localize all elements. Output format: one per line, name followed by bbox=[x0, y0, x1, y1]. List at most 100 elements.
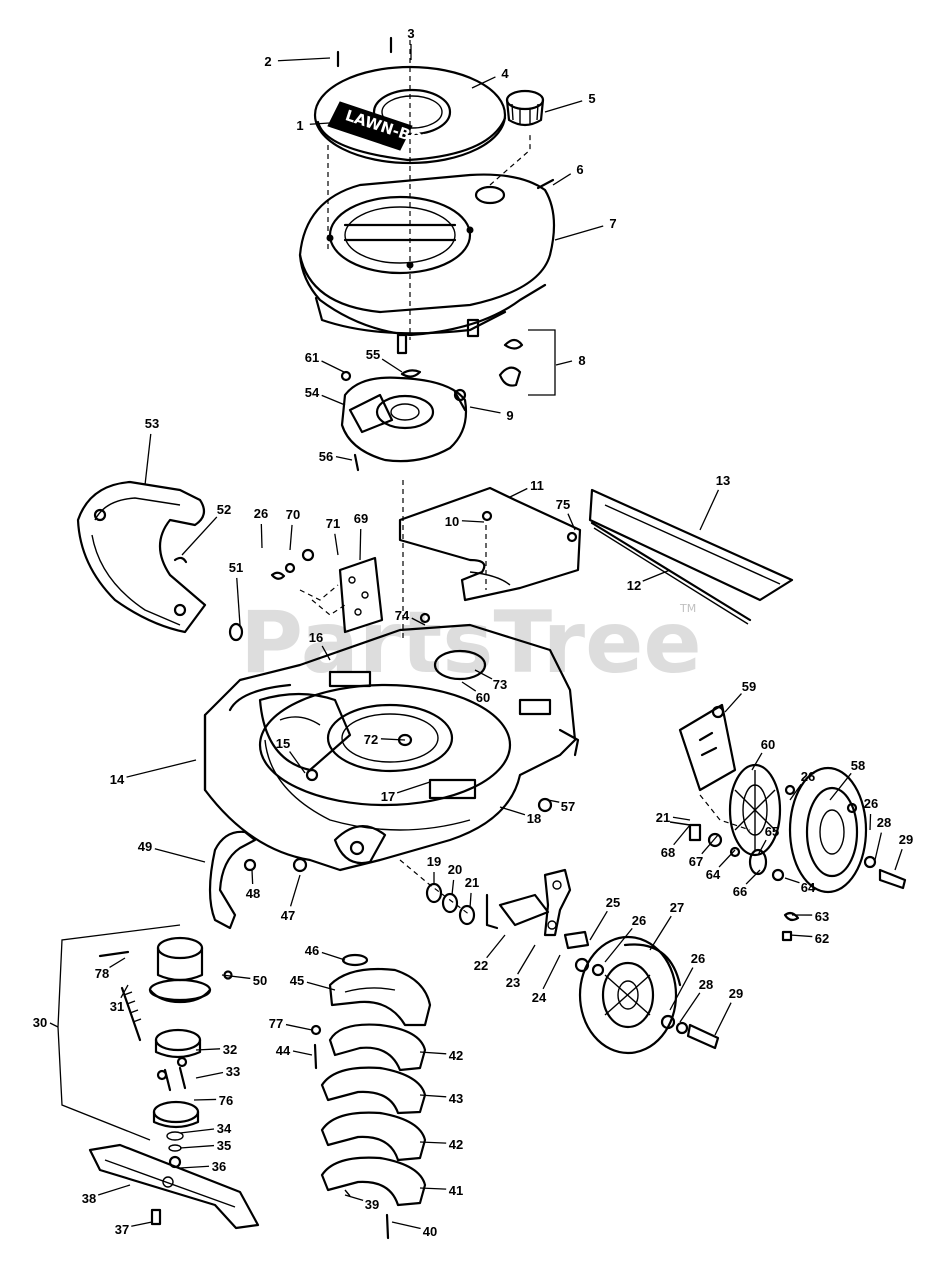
callout-number: 28 bbox=[699, 977, 713, 992]
leader-line bbox=[461, 681, 477, 692]
callout-number: 58 bbox=[851, 758, 865, 773]
callout-64: 64 bbox=[784, 877, 816, 895]
leader-line bbox=[699, 489, 720, 531]
callout-number: 32 bbox=[223, 1042, 237, 1057]
leader-line bbox=[131, 1221, 153, 1227]
leader-line bbox=[344, 1194, 364, 1202]
callout-number: 10 bbox=[445, 514, 459, 529]
callout-10: 10 bbox=[445, 514, 485, 529]
leader-line bbox=[285, 1023, 313, 1031]
callout-number: 26 bbox=[691, 951, 705, 966]
callout-number: 21 bbox=[656, 810, 670, 825]
callout-66: 66 bbox=[733, 869, 761, 899]
leader-line bbox=[144, 433, 152, 486]
callout-24: 24 bbox=[532, 954, 561, 1005]
callout-7: 7 bbox=[554, 216, 617, 241]
crankshaft-group bbox=[57, 924, 233, 1169]
callout-number: 4 bbox=[501, 66, 509, 81]
callout-number: 22 bbox=[474, 958, 488, 973]
leader-line bbox=[789, 934, 813, 938]
leader-line bbox=[724, 693, 742, 713]
callout-30: 30 bbox=[33, 1015, 59, 1030]
callout-26: 26 bbox=[864, 796, 878, 831]
leader-line bbox=[289, 751, 306, 774]
callout-number: 68 bbox=[661, 845, 675, 860]
callout-44: 44 bbox=[276, 1043, 313, 1058]
callout-28: 28 bbox=[679, 977, 713, 1023]
callout-number: 64 bbox=[801, 880, 816, 895]
rear-wheel-assembly bbox=[669, 703, 907, 942]
callout-25: 25 bbox=[589, 895, 620, 941]
leader-line bbox=[277, 57, 331, 62]
callout-number: 78 bbox=[95, 966, 109, 981]
leader-line bbox=[321, 951, 346, 961]
callout-number: 1 bbox=[296, 118, 303, 133]
callout-number: 25 bbox=[606, 895, 620, 910]
leader-line bbox=[321, 645, 331, 661]
leader-line bbox=[359, 528, 362, 561]
leader-line bbox=[251, 869, 254, 885]
callout-number: 67 bbox=[689, 854, 703, 869]
callout-78: 78 bbox=[95, 957, 126, 981]
leader-line bbox=[181, 516, 218, 556]
callout-number: 66 bbox=[733, 884, 747, 899]
callout-43: 43 bbox=[419, 1091, 463, 1106]
callout-4: 4 bbox=[471, 66, 509, 89]
callout-71: 71 bbox=[326, 516, 340, 556]
callout-39: 39 bbox=[344, 1194, 379, 1212]
leader-line bbox=[419, 1187, 447, 1190]
leader-line bbox=[289, 524, 293, 551]
callout-number: 20 bbox=[448, 862, 462, 877]
callout-number: 73 bbox=[493, 677, 507, 692]
callout-27: 27 bbox=[649, 900, 684, 951]
leader-line bbox=[544, 100, 583, 113]
leader-line bbox=[745, 869, 761, 885]
leader-line bbox=[419, 1141, 447, 1144]
leader-line bbox=[784, 877, 800, 884]
callout-48: 48 bbox=[246, 869, 260, 901]
callout-number: 42 bbox=[449, 1137, 463, 1152]
callout-number: 48 bbox=[246, 886, 260, 901]
callout-29: 29 bbox=[714, 986, 743, 1036]
callout-number: 34 bbox=[217, 1121, 232, 1136]
callout-41: 41 bbox=[419, 1183, 463, 1198]
leader-line bbox=[321, 394, 346, 406]
callout-37: 37 bbox=[115, 1221, 153, 1237]
leader-line bbox=[321, 360, 345, 373]
leader-line bbox=[195, 1071, 224, 1079]
callout-52: 52 bbox=[181, 502, 231, 556]
callout-42: 42 bbox=[419, 1137, 463, 1152]
callout-57: 57 bbox=[547, 799, 575, 814]
callout-number: 5 bbox=[588, 91, 595, 106]
callout-60: 60 bbox=[461, 681, 490, 705]
leader-line bbox=[517, 944, 536, 975]
callout-number: 51 bbox=[229, 560, 243, 575]
callout-number: 69 bbox=[354, 511, 368, 526]
handle-bracket bbox=[208, 830, 308, 930]
leader-line bbox=[672, 816, 691, 821]
callout-68: 68 bbox=[661, 824, 691, 860]
leader-line bbox=[718, 849, 736, 868]
leader-line bbox=[894, 848, 903, 871]
leader-line bbox=[109, 957, 126, 968]
callout-number: 15 bbox=[276, 736, 290, 751]
callout-73: 73 bbox=[474, 669, 507, 692]
callout-23: 23 bbox=[506, 944, 536, 990]
mower-blade bbox=[88, 1143, 260, 1230]
washers bbox=[425, 882, 476, 926]
leader-line bbox=[179, 1165, 210, 1169]
callout-63: 63 bbox=[791, 909, 829, 924]
callout-50: 50 bbox=[221, 973, 267, 988]
callout-17: 17 bbox=[381, 781, 431, 804]
callout-51: 51 bbox=[229, 560, 243, 626]
callout-number: 70 bbox=[286, 507, 300, 522]
callout-number: 11 bbox=[530, 478, 544, 493]
watermark-trademark: TM bbox=[679, 602, 696, 615]
leader-line bbox=[49, 1022, 59, 1028]
leader-line bbox=[306, 981, 336, 991]
leader-line bbox=[757, 839, 767, 856]
callout-number: 72 bbox=[364, 732, 378, 747]
leader-line bbox=[309, 121, 346, 125]
callout-number: 14 bbox=[110, 772, 125, 787]
callout-34: 34 bbox=[179, 1121, 232, 1136]
